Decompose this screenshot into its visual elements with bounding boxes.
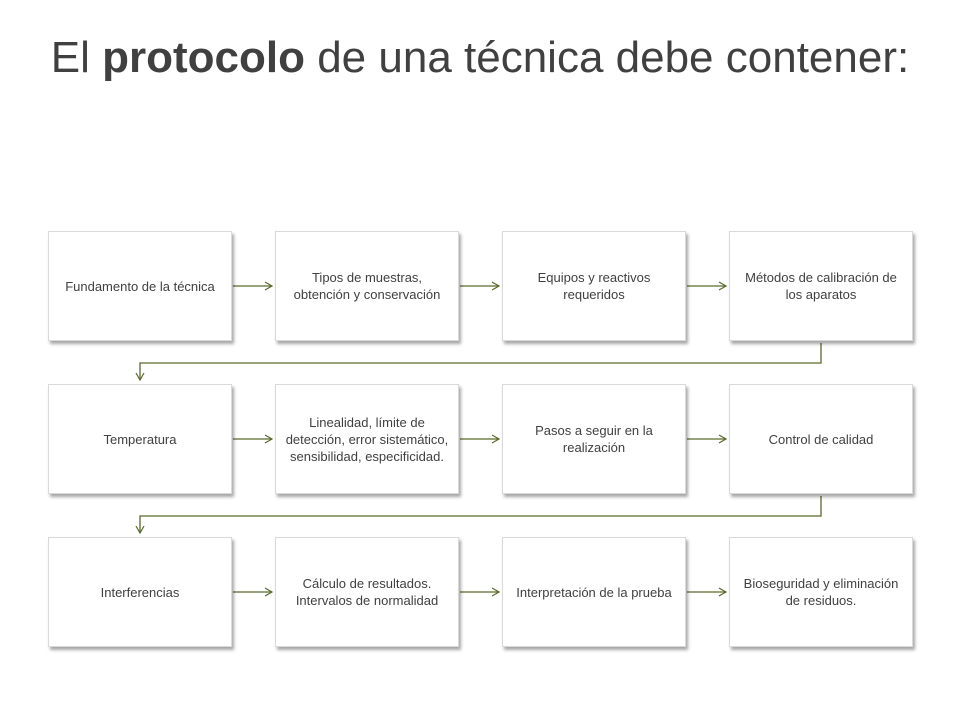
step-box-8: Control de calidad: [729, 384, 913, 494]
title-part-1: El: [50, 33, 103, 82]
step-box-2: Tipos de muestras, obtención y conservac…: [275, 231, 459, 341]
connector-arrow-8: [135, 496, 822, 535]
step-box-4: Métodos de calibración de los aparatos: [729, 231, 913, 341]
step-box-3: Equipos y reactivos requeridos: [502, 231, 686, 341]
step-box-10: Cálculo de resultados. Intervalos de nor…: [275, 537, 459, 647]
step-box-1: Fundamento de la técnica: [48, 231, 232, 341]
step-box-12: Bioseguridad y eliminación de residuos.: [729, 537, 913, 647]
step-box-9: Interferencias: [48, 537, 232, 647]
step-box-7: Pasos a seguir en la realización: [502, 384, 686, 494]
title-emphasis: protocolo: [102, 33, 305, 82]
step-box-5: Temperatura: [48, 384, 232, 494]
step-box-11: Interpretación de la prueba: [502, 537, 686, 647]
slide-title: El protocolo de una técnica debe contene…: [40, 30, 920, 86]
connector-arrow-4: [135, 343, 822, 382]
title-part-2: de una técnica debe contener:: [304, 33, 910, 82]
step-box-6: Linealidad, límite de detección, error s…: [275, 384, 459, 494]
